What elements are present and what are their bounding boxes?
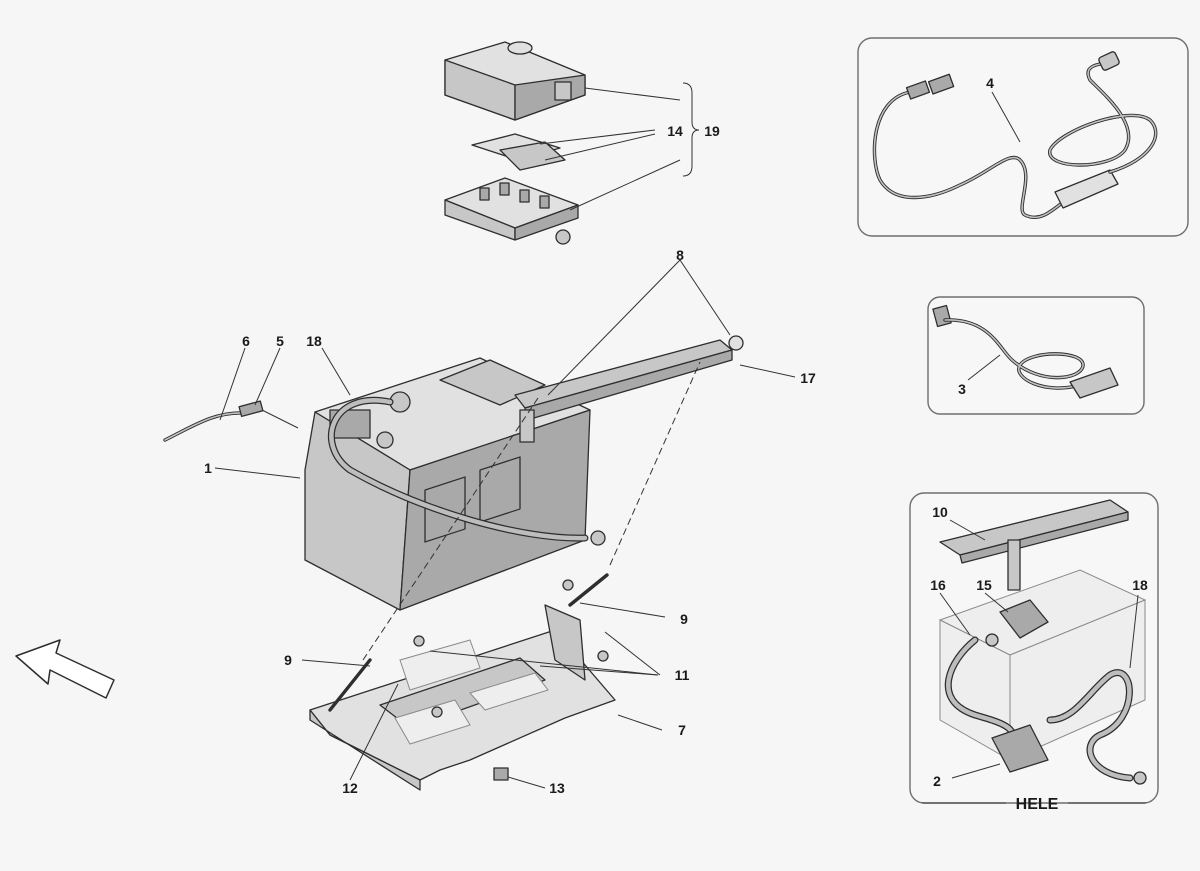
callout-3: 3 — [958, 381, 966, 397]
callout-7: 7 — [678, 722, 686, 738]
battery-tray — [309, 604, 616, 791]
callout-13: 13 — [549, 780, 565, 796]
inset-cable — [927, 296, 1145, 415]
callout-8: 8 — [676, 247, 684, 263]
callout-11: 11 — [675, 667, 690, 683]
callout-9-left: 9 — [284, 652, 292, 668]
fuse-box-base — [444, 177, 579, 245]
callout-10: 10 — [932, 504, 948, 520]
callout-18-inset: 18 — [1132, 577, 1148, 593]
battery — [304, 357, 591, 611]
callout-4: 4 — [986, 75, 994, 91]
fuse-strip — [471, 133, 566, 171]
inset-caption-hele: HELE — [1016, 796, 1059, 813]
fuse-box-cover — [444, 41, 586, 121]
callout-18-main: 18 — [306, 333, 322, 349]
callout-9-right: 9 — [680, 611, 688, 627]
inset-hele-version — [909, 492, 1159, 804]
inset-battery-charger — [857, 37, 1189, 237]
callout-2: 2 — [933, 773, 941, 789]
callout-17: 17 — [800, 370, 816, 386]
front-direction-arrow-icon — [15, 639, 115, 699]
callout-12: 12 — [342, 780, 358, 796]
callout-16: 16 — [930, 577, 946, 593]
callout-15: 15 — [976, 577, 992, 593]
callout-1: 1 — [204, 460, 212, 476]
callout-5: 5 — [276, 333, 284, 349]
callout-6: 6 — [242, 333, 250, 349]
callout-19: 19 — [704, 123, 720, 139]
callout-14: 14 — [667, 123, 683, 139]
hold-down-bar — [514, 339, 733, 443]
